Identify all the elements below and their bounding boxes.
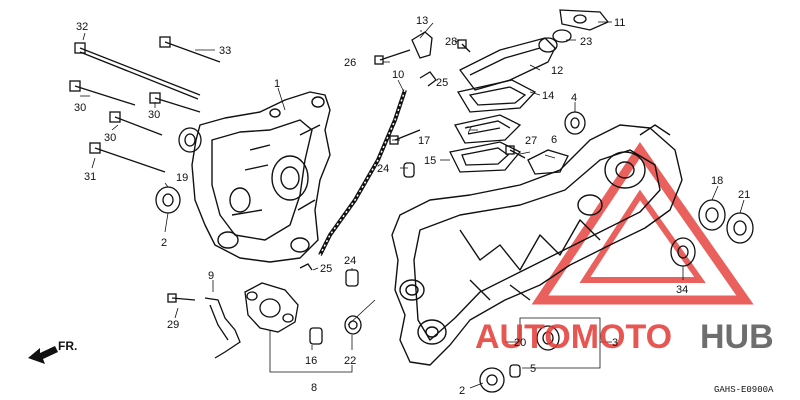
label-part-33: 33 <box>219 45 231 57</box>
label-part-23: 23 <box>580 36 592 48</box>
label-part-29: 29 <box>167 319 179 331</box>
label-part-24: 24 <box>377 163 389 175</box>
label-part-9: 9 <box>208 270 214 282</box>
part-labels: 1 2 2 3 4 5 6 7 8 9 10 11 12 13 14 15 16… <box>74 15 750 397</box>
label-part-3: 3 <box>612 337 618 349</box>
bracket-6 <box>527 149 569 175</box>
long-bolts <box>69 36 526 303</box>
right-crankcase-half <box>391 124 683 366</box>
label-part-22: 22 <box>344 355 356 367</box>
label-part-30: 30 <box>104 132 116 144</box>
intake-manifold <box>459 37 558 91</box>
label-part-6: 6 <box>551 134 557 146</box>
label-part-16: 16 <box>305 355 317 367</box>
label-part-15: 15 <box>424 155 436 167</box>
label-part-17: 17 <box>418 135 430 147</box>
label-part-20: 20 <box>514 337 526 349</box>
label-part-25: 25 <box>436 77 448 89</box>
label-part-19: 19 <box>176 172 188 184</box>
label-part-18: 18 <box>711 175 723 187</box>
label-part-31: 31 <box>84 171 96 183</box>
label-part-10: 10 <box>392 69 404 81</box>
bracket-13 <box>411 31 433 59</box>
label-part-8: 8 <box>311 382 317 394</box>
reed-valve <box>454 114 522 144</box>
oil-pump-lever-9 <box>204 297 241 359</box>
label-part-25: 25 <box>320 263 332 275</box>
label-part-32: 32 <box>76 21 88 33</box>
label-part-11: 11 <box>614 17 625 29</box>
label-part-13: 13 <box>416 15 428 27</box>
watermark-triangle <box>531 142 754 305</box>
watermark-text-part1: AUTOMOTO <box>475 318 672 356</box>
o-ring-23 <box>552 29 572 43</box>
manifold-gasket-top <box>559 9 610 31</box>
label-part-12: 12 <box>551 65 563 77</box>
label-part-30: 30 <box>74 102 86 114</box>
direction-label: FR. <box>58 339 77 353</box>
reed-valve-gasket <box>456 79 537 113</box>
label-part-24: 24 <box>344 255 356 267</box>
breather-tube <box>318 89 407 256</box>
label-part-1: 1 <box>274 78 280 90</box>
front-direction-arrow: FR. <box>28 339 77 364</box>
label-part-5: 5 <box>530 363 536 375</box>
leader-lines <box>80 21 745 389</box>
left-crankcase-half <box>191 91 331 263</box>
label-part-27: 27 <box>525 135 537 147</box>
label-part-30: 30 <box>148 109 160 121</box>
oil-pump-assembly <box>244 282 299 333</box>
watermark-text-part2: HUB <box>700 318 774 356</box>
label-part-34: 34 <box>676 284 688 296</box>
label-part-2: 2 <box>459 385 465 397</box>
label-part-14: 14 <box>542 90 554 102</box>
bearings <box>155 111 754 393</box>
label-part-4: 4 <box>571 92 577 104</box>
intake-gasket <box>449 141 522 173</box>
label-part-21: 21 <box>738 189 750 201</box>
label-part-26: 26 <box>344 57 356 69</box>
label-part-7: 7 <box>466 125 472 137</box>
label-part-28: 28 <box>445 36 457 48</box>
reference-code: GAHS-E0900A <box>714 385 774 395</box>
label-part-2: 2 <box>161 237 167 249</box>
clip-25 <box>299 71 437 271</box>
watermark: AUTOMOTO HUB <box>475 318 774 356</box>
